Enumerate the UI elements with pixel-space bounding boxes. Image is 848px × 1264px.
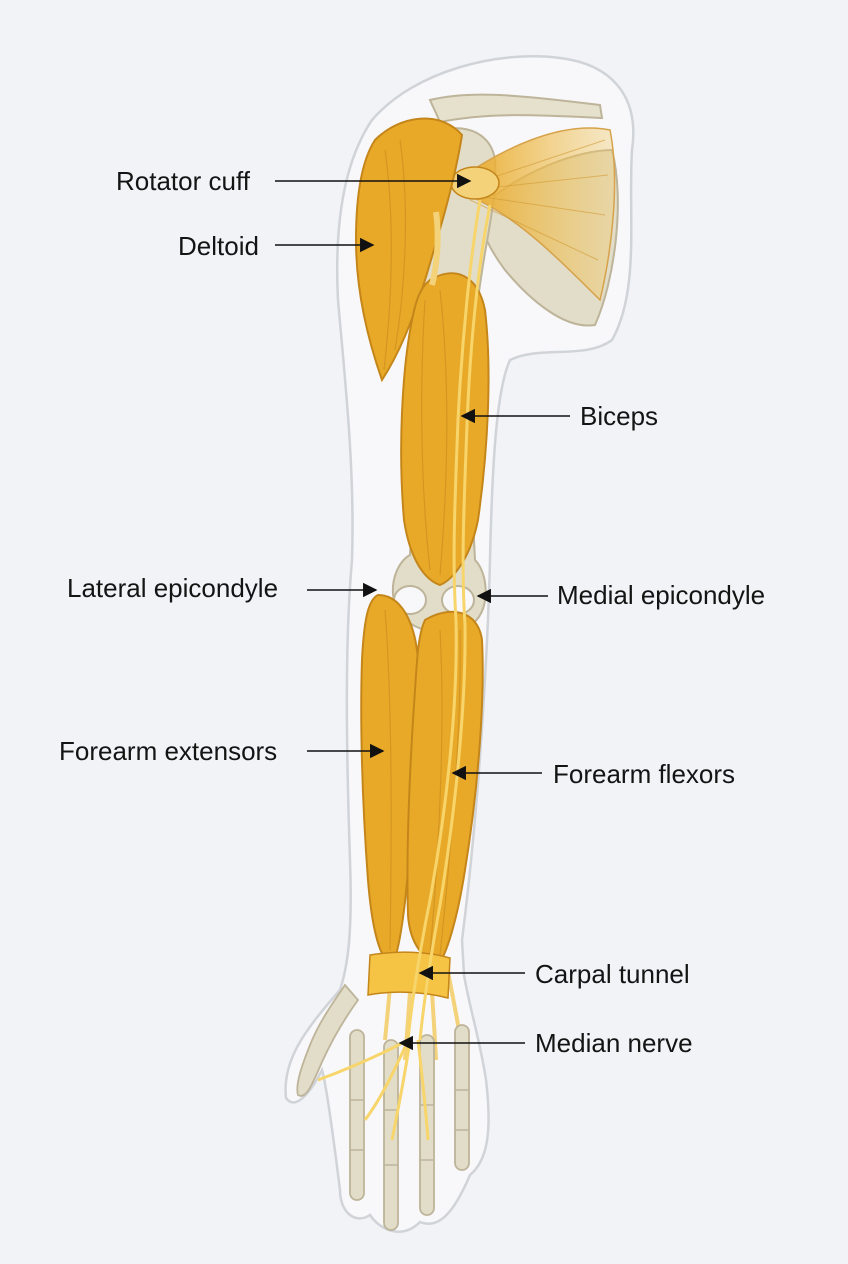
label-medial-epicondyle: Medial epicondyle [557,580,766,610]
elbow-joint-medial [441,585,475,615]
label-deltoid: Deltoid [178,231,259,261]
label-forearm-extensors: Forearm extensors [59,736,278,766]
leader-lines [275,173,570,1051]
label-forearm-flexors: Forearm flexors [553,759,736,789]
label-biceps: Biceps [580,401,659,431]
label-carpal-tunnel: Carpal tunnel [535,959,690,989]
label-median-nerve: Median nerve [535,1028,693,1058]
label-lateral-epicondyle: Lateral epicondyle [67,573,279,603]
rotator-cuff-tendon [450,166,500,200]
clavicle [428,93,604,124]
carpal-tunnel-band [367,951,451,999]
rotator-cuff-muscle [456,127,616,302]
biceps-tendon [429,211,441,286]
finger-joints [350,1089,469,1166]
deltoid-muscle [354,117,464,383]
label-rotator-cuff: Rotator cuff [116,166,250,196]
